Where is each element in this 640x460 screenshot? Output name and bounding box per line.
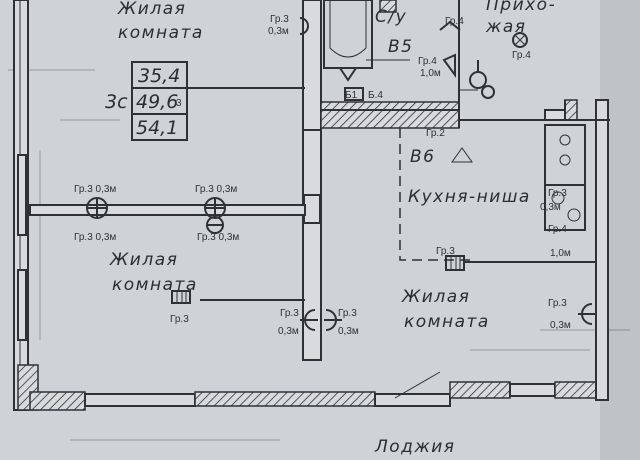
room-label-loggia: Лоджия	[374, 437, 456, 457]
socket-icon	[204, 197, 226, 219]
label-hall-gr4: Гр.4	[418, 56, 437, 67]
label-b1: Б1	[345, 90, 358, 101]
socket-icons	[86, 17, 596, 331]
label-box-1: Гр.3	[170, 314, 189, 325]
room-label-living-top-line1: Жилая	[117, 0, 186, 19]
inner-partition	[29, 204, 306, 301]
bottom-exterior-wall	[29, 371, 601, 411]
room-label-hallway-line2: жая	[485, 17, 526, 37]
area-total-living: 49,6	[136, 91, 178, 113]
room-label-kitchen: Кухня-ниша	[408, 187, 531, 207]
label-top-socket: Гр.3	[270, 14, 289, 25]
label-socket-1: Гр.3 0,3м	[74, 184, 116, 195]
area-living: 35,4	[138, 65, 180, 87]
label-gr2: Гр.2	[426, 128, 445, 139]
label-socket-5-height: 0,3м	[278, 326, 299, 337]
room-label-living-mid-line2: комната	[112, 275, 198, 295]
bathtub	[323, 0, 373, 82]
junction-box-icons	[171, 87, 465, 304]
socket-icon	[299, 17, 309, 35]
label-kitchen-socket-2: Гр.4	[548, 224, 567, 235]
area-total: 54,1	[136, 117, 178, 139]
room-label-living-right-line2: комната	[404, 312, 490, 332]
socket-icon	[578, 303, 596, 325]
label-socket-2: Гр.3 0,3м	[195, 184, 237, 195]
label-top-socket-height: 0,3м	[268, 26, 289, 37]
room-label-living-mid-line1: Жилая	[109, 250, 178, 270]
label-hall-gr4-height: 1,0м	[420, 68, 441, 79]
socket-icon	[324, 309, 342, 331]
vent-label-b5: В5	[388, 37, 413, 57]
label-socket-3: Гр.3 0,3м	[74, 232, 116, 243]
label-kitchen-socket-2-height: 1,0м	[550, 248, 571, 259]
kitchen-niche	[399, 124, 596, 263]
label-hall-gr4-right: Гр.4	[512, 50, 531, 61]
room-label-living-right-line1: Жилая	[401, 287, 470, 307]
hallway-fixtures	[439, 20, 528, 99]
area-sub-mark: 3	[176, 98, 182, 109]
area-rooms-count: 3с	[105, 91, 128, 113]
label-socket-4: Гр.3 0,3м	[197, 232, 239, 243]
label-socket-6-height: 0,3м	[338, 326, 359, 337]
socket-icon	[206, 216, 224, 234]
left-exterior-wall	[13, 0, 39, 411]
label-kitchen-socket-1-height: 0,3м	[540, 202, 561, 213]
label-b4: Б.4	[368, 90, 383, 101]
label-right-socket: Гр.3	[548, 298, 567, 309]
vent-triangle-icon	[451, 147, 473, 163]
area-box	[131, 61, 305, 141]
label-kitchen-socket-1: Гр.3	[548, 188, 567, 199]
socket-icon	[300, 309, 318, 331]
socket-icon	[86, 197, 108, 219]
label-kitchen-box: Гр.3	[436, 246, 455, 257]
room-label-hallway-line1: Прихо-	[486, 0, 556, 15]
top-partitions	[302, 0, 610, 361]
label-socket-6: Гр.3	[338, 308, 357, 319]
label-hall-gr4-top: Гр.4	[445, 16, 464, 27]
room-label-living-top-line2: комната	[118, 23, 204, 43]
label-right-socket-height: 0,3м	[550, 320, 571, 331]
room-label-bathroom: С/у	[375, 7, 407, 27]
label-socket-5: Гр.3	[280, 308, 299, 319]
vent-label-b6: В6	[410, 147, 435, 167]
